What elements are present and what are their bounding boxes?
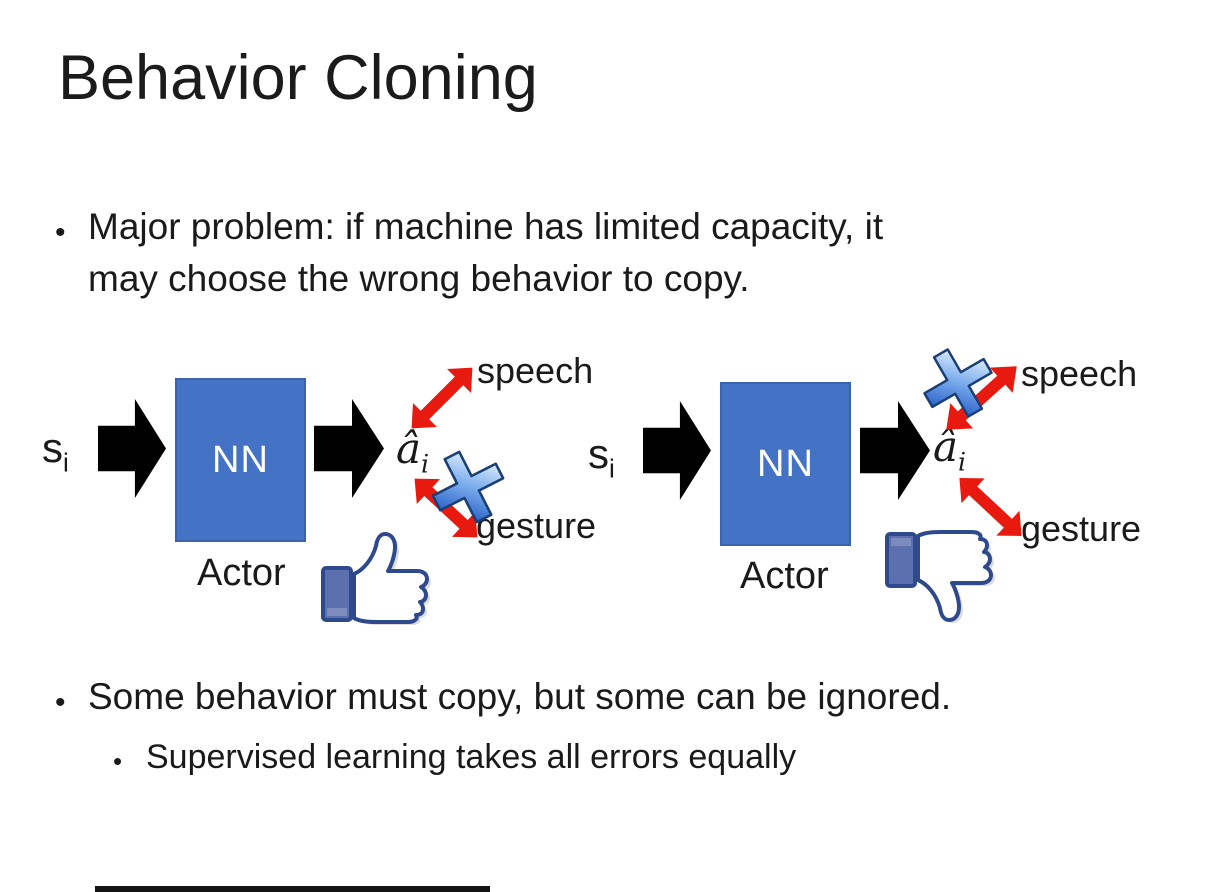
bullet-text-supervised-learning: Supervised learning takes all errors equ… [146, 738, 797, 776]
action-label-gesture: gesture [1021, 508, 1142, 549]
action-subscript: i [421, 449, 430, 479]
bullet-text-major-problem-line1: Major problem: if machine has limited ca… [88, 206, 884, 247]
bullet-text-major-problem-line2: may choose the wrong behavior to copy. [88, 258, 750, 299]
thumbs-up-icon [321, 532, 431, 625]
cut-off-text-bar [95, 886, 490, 892]
action-letter: â [933, 422, 959, 471]
action-subscript: i [958, 447, 967, 477]
state-letter: s [42, 424, 63, 471]
action-label-speech: speech [477, 350, 594, 391]
right-arrow-icon [860, 401, 930, 500]
sub-bullet-marker: • [113, 746, 123, 776]
nn-box: NN [175, 378, 306, 542]
action-letter: â [396, 424, 422, 473]
state-symbol: si [42, 424, 69, 478]
double-arrow-gesture-icon [948, 466, 1033, 549]
action-symbol: âi [933, 422, 966, 476]
actor-label: Actor [197, 552, 286, 594]
action-label-gesture: gesture [476, 505, 597, 546]
bullet-marker: • [55, 686, 66, 719]
double-arrow-speech-icon [400, 356, 485, 441]
nn-label: NN [212, 438, 269, 481]
state-subscript: i [609, 453, 615, 484]
nn-box: NN [720, 382, 851, 546]
actor-label: Actor [740, 555, 829, 597]
action-symbol: âi [396, 424, 429, 478]
thumbs-down-icon [885, 530, 995, 623]
page-title: Behavior Cloning [58, 43, 538, 113]
state-subscript: i [63, 447, 69, 478]
nn-label: NN [757, 442, 814, 485]
cross-mark-icon [923, 348, 993, 418]
bullet-marker: • [55, 216, 66, 249]
action-label-speech: speech [1021, 353, 1138, 394]
state-letter: s [588, 430, 609, 477]
right-arrow-icon [98, 399, 166, 498]
cross-mark-icon [431, 450, 505, 524]
state-symbol: si [588, 430, 615, 484]
double-arrow-speech-icon [935, 354, 1028, 443]
right-arrow-icon [314, 399, 384, 498]
bullet-text-some-behavior: Some behavior must copy, but some can be… [88, 676, 952, 717]
right-arrow-icon [643, 401, 711, 500]
